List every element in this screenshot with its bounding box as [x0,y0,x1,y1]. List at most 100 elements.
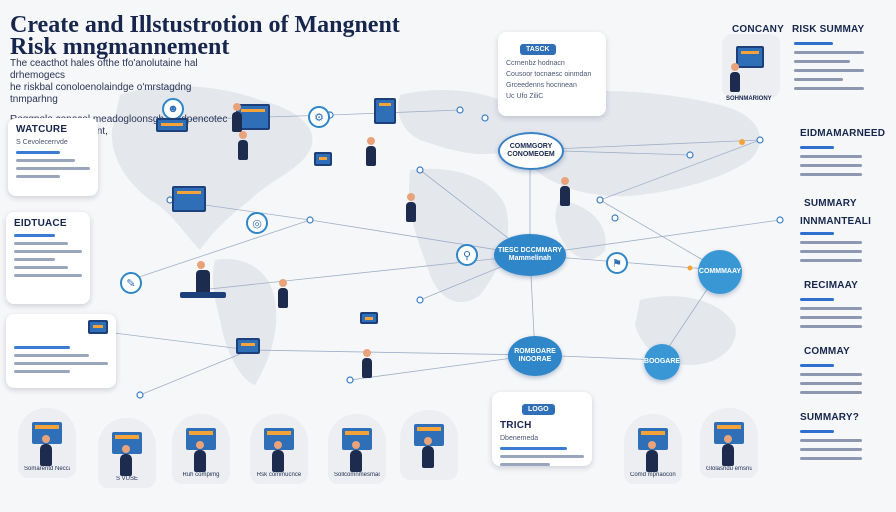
top-card-line: Cousoor tocnaesc oinmdan [506,71,592,78]
top-info-card: TASCK Ccrnenbz hodnacn Cousoor tocnaesc … [498,32,606,116]
side-heading-3: INNMANTEALI [800,216,872,227]
card-bar [14,346,71,349]
card-bar [14,258,55,261]
line-bar [800,373,862,376]
card-bar [500,447,568,450]
line-bar [794,51,864,54]
node-company[interactable]: COMMGORY CONOMEOEM [498,132,564,170]
line-bar [794,60,850,63]
subtitle-line-2: he riskbal conoloenolaindge o'mrstagdng … [10,82,192,105]
card-bar [16,151,61,154]
bottom-vignette-6 [400,410,458,480]
vignette-caption: Comd mpnaoconcmet [630,472,676,478]
company-badge-label: SOHNMARIONY [726,96,772,102]
line-bar [800,439,862,442]
document-icon: ✎ [120,272,142,294]
line-bar [794,87,864,90]
bottom-vignette-7: Comd mpnaoconcmet [624,414,682,484]
top-card-line: Ccrnenbz hodnacn [506,60,565,67]
document-board-icon [374,98,396,124]
line-bar [794,78,843,81]
node-romboare[interactable]: ROMBOARE INOORAE [508,336,562,376]
side-heading-1: EIDMAMARNEED [800,128,886,139]
person-figure [278,279,288,308]
monitor-icon [88,320,108,334]
screen-shape [264,428,294,450]
person-figure [722,435,734,466]
line-bar [800,457,862,460]
line-bar [800,391,862,394]
monitor-icon [314,152,332,166]
card-bar [500,463,551,466]
node-commaay[interactable]: COMMMAAY [698,250,742,294]
side-heading-5: COMMAY [804,346,850,357]
card-bar [16,159,76,162]
company-label: CONCANY [732,24,784,35]
person-icon: ☻ [162,98,184,120]
left-card-1-title: WATCURE [16,124,68,135]
person-figure [366,137,376,166]
top-card-pill: TASCK [520,44,556,55]
screen-shape [714,422,744,444]
left-card-2: EIDTUACE [6,212,90,304]
line-bar [800,448,862,451]
side-heading-4: RECIMAAY [804,280,859,291]
gear-icon: ⚙ [308,106,330,128]
screen-shape [186,428,216,450]
line-bar [800,232,835,235]
magnifier-icon: ⚲ [456,244,478,266]
line-bar [800,173,862,176]
line-bar [794,42,833,45]
top-card-line: Uc Ufo ZiliC [506,93,544,100]
node-risk-summary[interactable]: TIESC DCCMMARY Mammelinah [494,234,566,276]
bottom-vignette-5: Sollcomnmesmaorr [328,414,386,484]
bottom-center-card: LOGO TRICH Dbenemeda [492,392,592,466]
person-figure [120,445,132,476]
bottom-card-pill: LOGO [522,404,555,415]
bottom-card-body: Dbenemeda [500,435,539,442]
node-boogare[interactable]: BOOGARE [644,344,680,380]
line-bar [800,241,862,244]
line-bar [800,364,835,367]
person-figure [40,435,52,466]
side-lines-3 [800,298,862,334]
top-card-line: Grceedenns hocnnean [506,82,577,89]
card-bar [500,455,584,458]
line-bar [800,259,862,262]
card-bar [16,175,61,178]
person-figure [238,131,248,160]
person-figure [560,177,570,206]
side-lines-4 [800,364,862,400]
line-bar [800,382,862,385]
card-bar [14,234,55,237]
side-lines-5 [800,430,862,466]
title-line-1: Create and Illstustrotion of Mangnent [10,12,400,38]
line-bar [800,146,835,149]
line-bar [800,430,835,433]
subtitle-line-3: Reggpole conecel meadogloonsgh erirdpenc… [10,114,228,125]
subtitle-line-1: The ceacthot hales ofthe tfo'anolutaine … [10,58,198,81]
bottom-vignette-4: Rsk commucnce [250,414,308,484]
screen-shape [112,432,142,454]
risk-summary-heading: RISK SUMMAY [792,24,865,35]
person-figure [422,437,434,468]
person-figure [730,63,740,92]
shield-icon: ⚑ [606,252,628,274]
bottom-vignette-2: S VUSE [98,418,156,488]
left-card-3 [6,314,116,388]
line-bar [800,325,862,328]
left-card-2-title: EIDTUACE [14,218,67,229]
bottom-vignette-3: Ruh compimg [172,414,230,484]
title-line-2: Risk mngmannement [10,34,230,60]
card-bar [14,266,69,269]
vignette-caption: Rsk commucnce [256,472,302,478]
line-bar [800,164,862,167]
vignette-caption: Somarentd Neccanbmkns [24,466,70,472]
monitor-icon [360,312,378,324]
card-bar [14,354,90,357]
card-bar [14,370,71,373]
bottom-vignette-8: Glolasndu emsnuesy [700,408,758,478]
card-bar [14,250,82,253]
bottom-vignette-1: Somarentd Neccanbmkns [18,408,76,478]
vignette-caption: Ruh compimg [182,472,220,478]
